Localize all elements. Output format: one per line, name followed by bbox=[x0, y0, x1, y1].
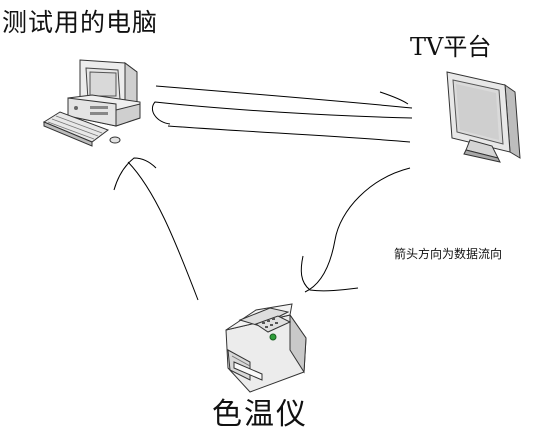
arrowhead-pc bbox=[113, 157, 157, 191]
flow-lines bbox=[113, 85, 413, 301]
flow-direction-note: 箭头方向为数据流向 bbox=[394, 247, 503, 261]
flow-line-tv-pc-bottom bbox=[167, 125, 411, 143]
tv-label: TV平台 bbox=[410, 33, 492, 61]
flow-line-meter-pc bbox=[127, 161, 199, 301]
monitor-icon bbox=[446, 71, 521, 163]
desktop-computer-icon bbox=[42, 59, 141, 147]
printer-icon bbox=[225, 303, 307, 393]
flow-line-pc-tv-upper bbox=[155, 85, 413, 109]
meter-label: 色温仪 bbox=[212, 397, 308, 432]
flow-line-tv-pc-lower bbox=[151, 101, 413, 125]
pc-label: 测试用的电脑 bbox=[2, 8, 159, 37]
arrowhead-tv bbox=[379, 91, 409, 105]
flow-line-tv-meter bbox=[304, 167, 411, 293]
arrowhead-meter bbox=[300, 255, 359, 292]
